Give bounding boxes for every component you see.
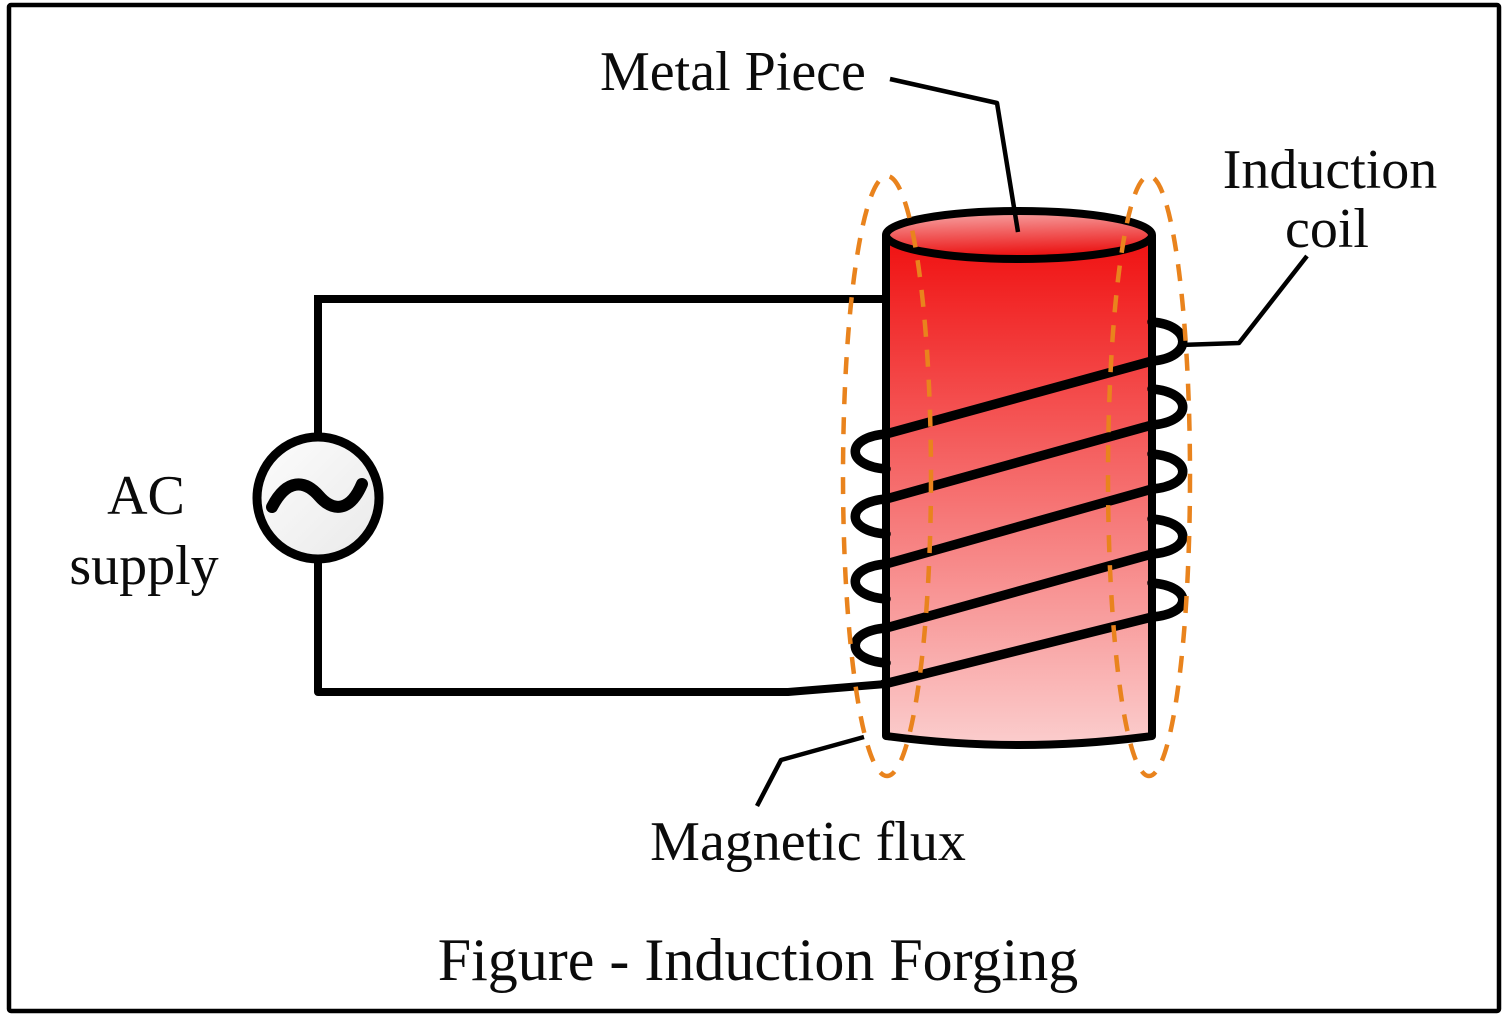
wire-top: [314, 295, 889, 437]
magnetic-flux-label: Magnetic flux: [650, 811, 966, 873]
induction-coil-label-line2: coil: [1285, 198, 1369, 260]
coil-loop-left-3: [850, 559, 891, 604]
cylinder-body-fill: [886, 235, 1152, 745]
figure-caption: Figure - Induction Forging: [438, 927, 1079, 993]
coil-loop-right-5: [1147, 578, 1188, 622]
ac-supply-label-line1: AC: [107, 465, 185, 527]
coil-loop-left-2: [850, 494, 891, 539]
coil-loop-right-4: [1147, 514, 1188, 559]
coil-loop-right-1: [1147, 317, 1188, 366]
magnetic-flux-ellipse-left: [840, 173, 934, 779]
coil-turn-front-5: [879, 612, 1157, 689]
ac-supply-label-line2: supply: [69, 535, 218, 597]
ac-source: [252, 432, 384, 564]
coil-loop-right-3: [1147, 449, 1188, 494]
metal-piece-label: Metal Piece: [600, 41, 866, 103]
coil-loop-right-2: [1147, 384, 1188, 430]
induction-coil-label-line1: Induction: [1223, 139, 1438, 201]
wire-bottom: [314, 559, 887, 696]
coil-loop-left-4: [850, 623, 891, 668]
metal-piece-leader-line: [889, 76, 1021, 233]
induction-coil-leader-line: [1179, 254, 1309, 348]
magnetic-flux-ellipse-right: [1105, 173, 1193, 779]
magnetic-flux-leader-line: [755, 734, 865, 808]
cylinder-body-outline: [882, 235, 1156, 749]
ac-waveform-icon: [266, 478, 368, 513]
coil-loop-left-1: [850, 429, 891, 474]
cylinder-top-face: [882, 207, 1156, 263]
metal-piece-cylinder: [882, 207, 1156, 749]
